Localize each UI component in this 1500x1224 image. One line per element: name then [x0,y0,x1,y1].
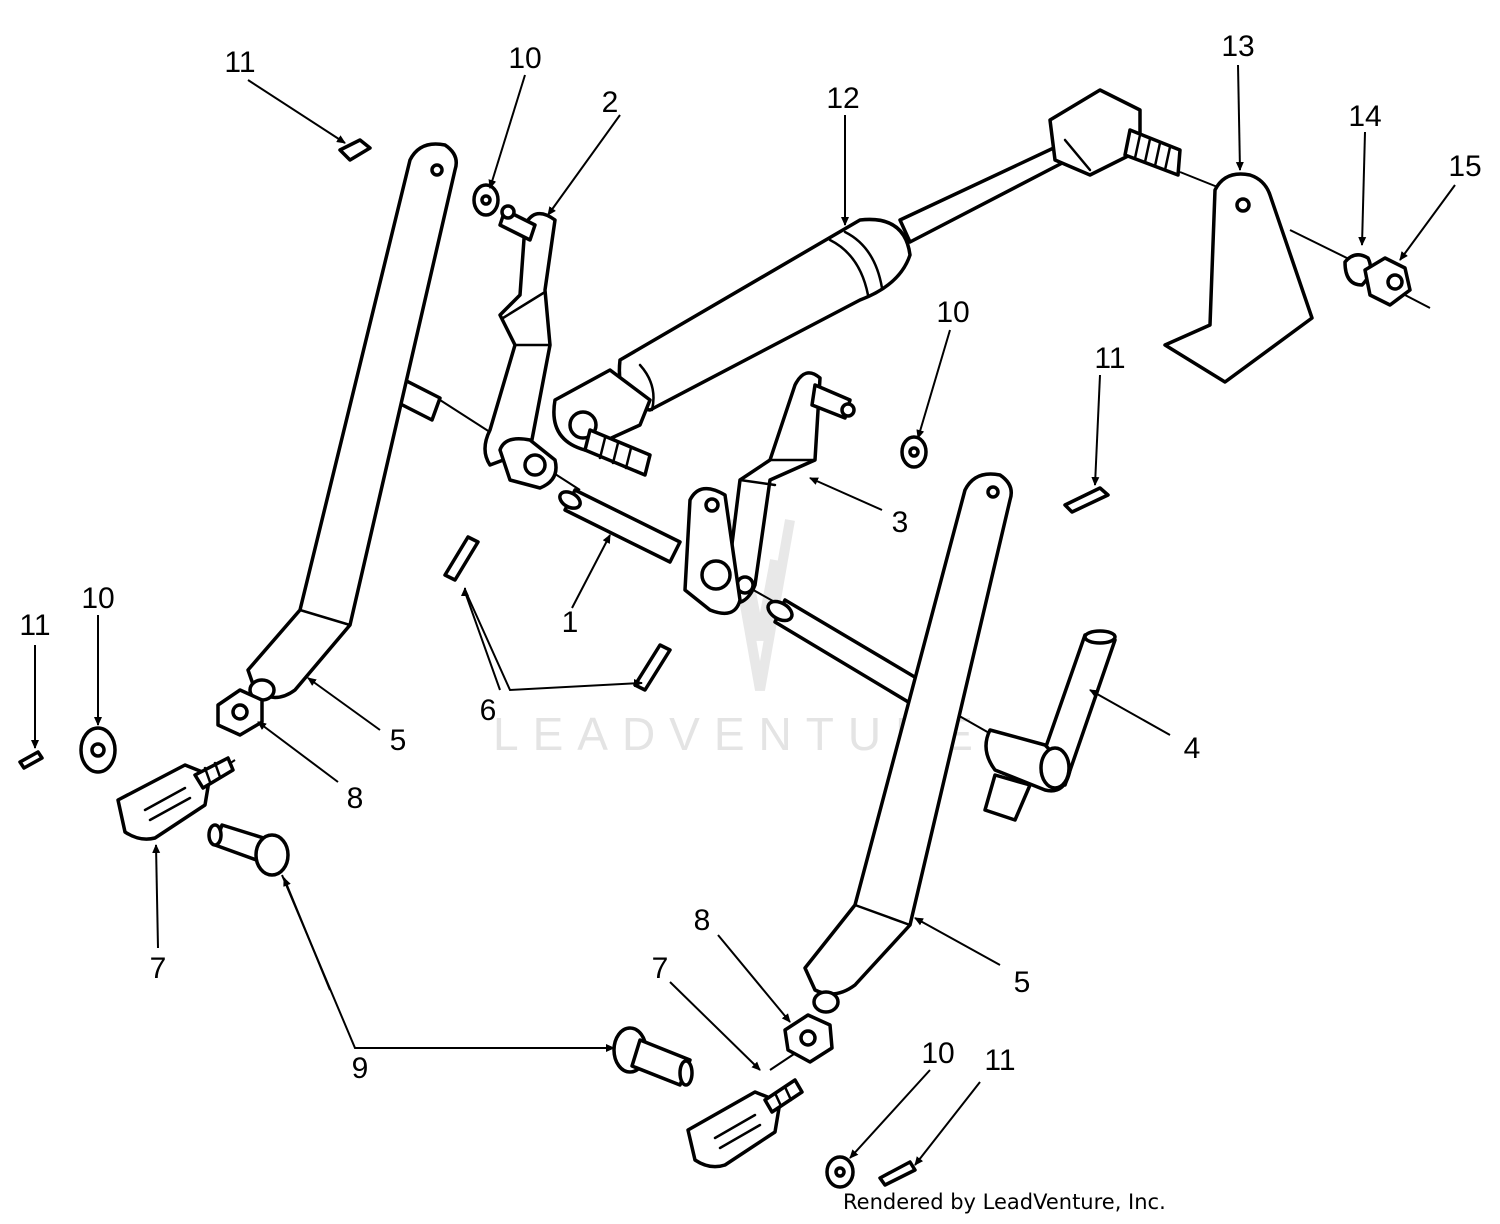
jam-nut-left[interactable] [216,688,264,737]
callout-6: 6 [480,694,497,727]
callout-10-bottom: 10 [921,1037,954,1070]
callout-15: 15 [1448,150,1481,183]
callout-5-upper: 5 [390,724,407,757]
callout-8-right: 8 [694,904,711,937]
flat-washer-bottom[interactable] [825,1155,855,1189]
center-pivot-plate[interactable] [683,486,742,616]
callout-10-top: 10 [508,42,541,75]
cotter-pin-middle[interactable] [1063,486,1110,514]
callout-11-middle: 11 [1094,342,1125,375]
callout-11-top: 11 [224,46,255,79]
flat-washer-middle[interactable] [900,435,928,469]
clevis-pin-lower[interactable] [612,1026,694,1087]
cotter-pin-bottom[interactable] [878,1160,917,1187]
callout-labels: 1 2 3 4 5 5 6 7 7 8 8 9 10 10 10 10 11 1… [19,30,1481,1085]
jam-nut-right[interactable] [783,1013,834,1064]
callout-7-left: 7 [150,952,167,985]
pivot-shaft[interactable] [557,488,682,564]
flat-washer-left[interactable] [79,726,117,774]
roll-pin-lower[interactable] [633,643,672,692]
upper-link-arm[interactable] [483,204,558,490]
watermark-text: LEADVENTURE [493,708,987,760]
callout-10-left: 10 [81,582,114,615]
callout-11-bottom: 11 [984,1044,1015,1077]
threaded-clevis-left[interactable] [116,756,235,841]
callout-3: 3 [892,506,909,539]
callout-7-right: 7 [652,952,669,985]
callout-5-lower: 5 [1014,966,1031,999]
cotter-pin-left[interactable] [18,750,44,770]
callout-12: 12 [826,82,859,115]
callout-2: 2 [602,86,619,119]
render-credit: Rendered by LeadVenture, Inc. [843,1190,1166,1214]
crank-handle[interactable] [983,629,1117,822]
lift-arm-left[interactable] [246,142,458,702]
cotter-pin-top[interactable] [338,138,372,162]
callout-9: 9 [352,1052,369,1085]
callout-13: 13 [1221,30,1254,63]
lift-arm-right[interactable] [803,472,1013,1014]
flat-washer-top[interactable] [472,183,500,217]
hex-nut[interactable] [1363,256,1412,307]
callout-11-left: 11 [19,609,50,642]
callout-4: 4 [1184,732,1201,765]
roll-pin-upper[interactable] [443,535,480,582]
hydraulic-cylinder[interactable] [552,88,1182,477]
clevis-pin-upper[interactable] [207,823,290,877]
callout-14: 14 [1348,100,1381,133]
mounting-bracket[interactable] [1163,172,1314,384]
callout-1: 1 [562,606,579,639]
threaded-clevis-right[interactable] [686,1078,804,1169]
leader-lines [31,64,1456,1166]
callout-10-middle: 10 [936,296,969,329]
callout-8-left: 8 [347,782,364,815]
